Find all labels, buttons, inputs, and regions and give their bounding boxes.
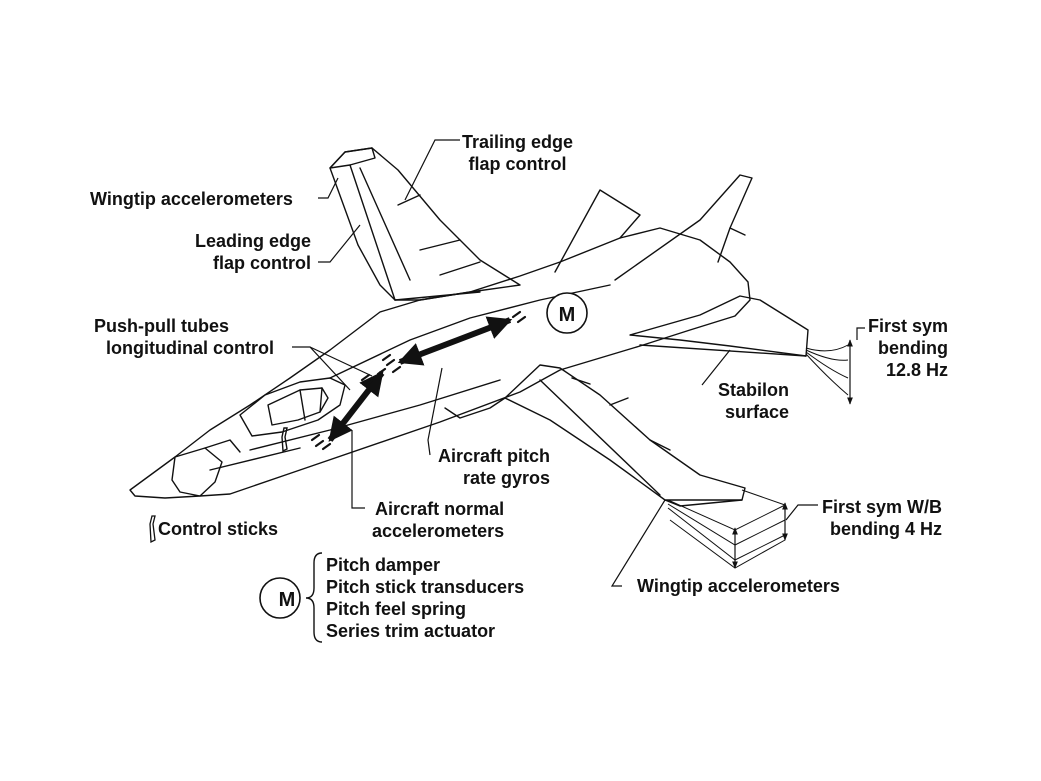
label-wingtip-accelerometers-lower: Wingtip accelerometers bbox=[637, 576, 840, 596]
leader-trailing-edge bbox=[404, 139, 460, 201]
wing-bending-mode bbox=[667, 489, 788, 569]
push-pull-arrow-upper bbox=[397, 316, 513, 366]
legend-item: Pitch stick transducers bbox=[326, 577, 525, 597]
leader-wingtip-upper bbox=[318, 177, 339, 199]
leader-first-sym-wb bbox=[785, 504, 818, 521]
stabilon-bending-mode bbox=[805, 339, 853, 405]
leader-pitch-gyros bbox=[427, 367, 443, 456]
vertical-tail-left bbox=[554, 189, 641, 273]
leader-wingtip-lower bbox=[610, 499, 666, 587]
leader-leading-edge bbox=[318, 224, 361, 263]
accel-marks-top bbox=[511, 310, 527, 324]
stabilon-surface bbox=[629, 295, 809, 357]
push-pull-arrow-lower bbox=[327, 371, 385, 442]
legend-motor-symbol: M bbox=[259, 577, 301, 619]
accel-marks-bottom bbox=[310, 433, 332, 451]
control-stick-icon-legend bbox=[149, 515, 156, 544]
fuselage-outline bbox=[171, 227, 751, 497]
control-stick-icon-cockpit bbox=[281, 427, 288, 453]
leader-stabilon bbox=[701, 349, 731, 386]
label-stabilon-surface: Stabilon surface bbox=[718, 380, 789, 422]
label-normal-accelerometers: Aircraft normal accelerometers bbox=[372, 499, 505, 541]
legend-motor-text: M bbox=[279, 589, 296, 611]
leader-normal-accel bbox=[351, 430, 365, 509]
label-trailing-edge: Trailing edge flap control bbox=[462, 132, 574, 174]
vertical-tail-right bbox=[614, 174, 753, 281]
label-pitch-rate-gyros: Aircraft pitch rate gyros bbox=[438, 446, 551, 488]
label-leading-edge: Leading edge flap control bbox=[195, 231, 312, 273]
accel-marks-mid bbox=[360, 353, 402, 387]
label-wingtip-accelerometers-upper: Wingtip accelerometers bbox=[90, 189, 293, 209]
nose-outline bbox=[129, 447, 223, 499]
label-control-sticks: Control sticks bbox=[158, 519, 279, 539]
legend-item: Pitch damper bbox=[326, 555, 441, 575]
leader-first-sym bbox=[856, 327, 865, 340]
label-first-sym-wb-bending: First sym W/B bending 4 Hz bbox=[822, 497, 943, 539]
label-first-sym-bending: First sym bending 12.8 Hz bbox=[868, 316, 949, 380]
lower-wing bbox=[504, 364, 746, 507]
legend-list: Pitch damper Pitch stick transducers Pit… bbox=[326, 554, 524, 642]
legend-item: Pitch feel spring bbox=[326, 599, 467, 619]
motor-symbol-text: M bbox=[559, 304, 576, 326]
legend-brace bbox=[305, 552, 323, 643]
legend-item: Series trim actuator bbox=[326, 621, 496, 641]
label-push-pull-tubes: Push-pull tubes longitudinal control bbox=[94, 316, 274, 358]
canopy bbox=[239, 377, 346, 437]
motor-symbol-fuselage: M bbox=[546, 292, 588, 334]
